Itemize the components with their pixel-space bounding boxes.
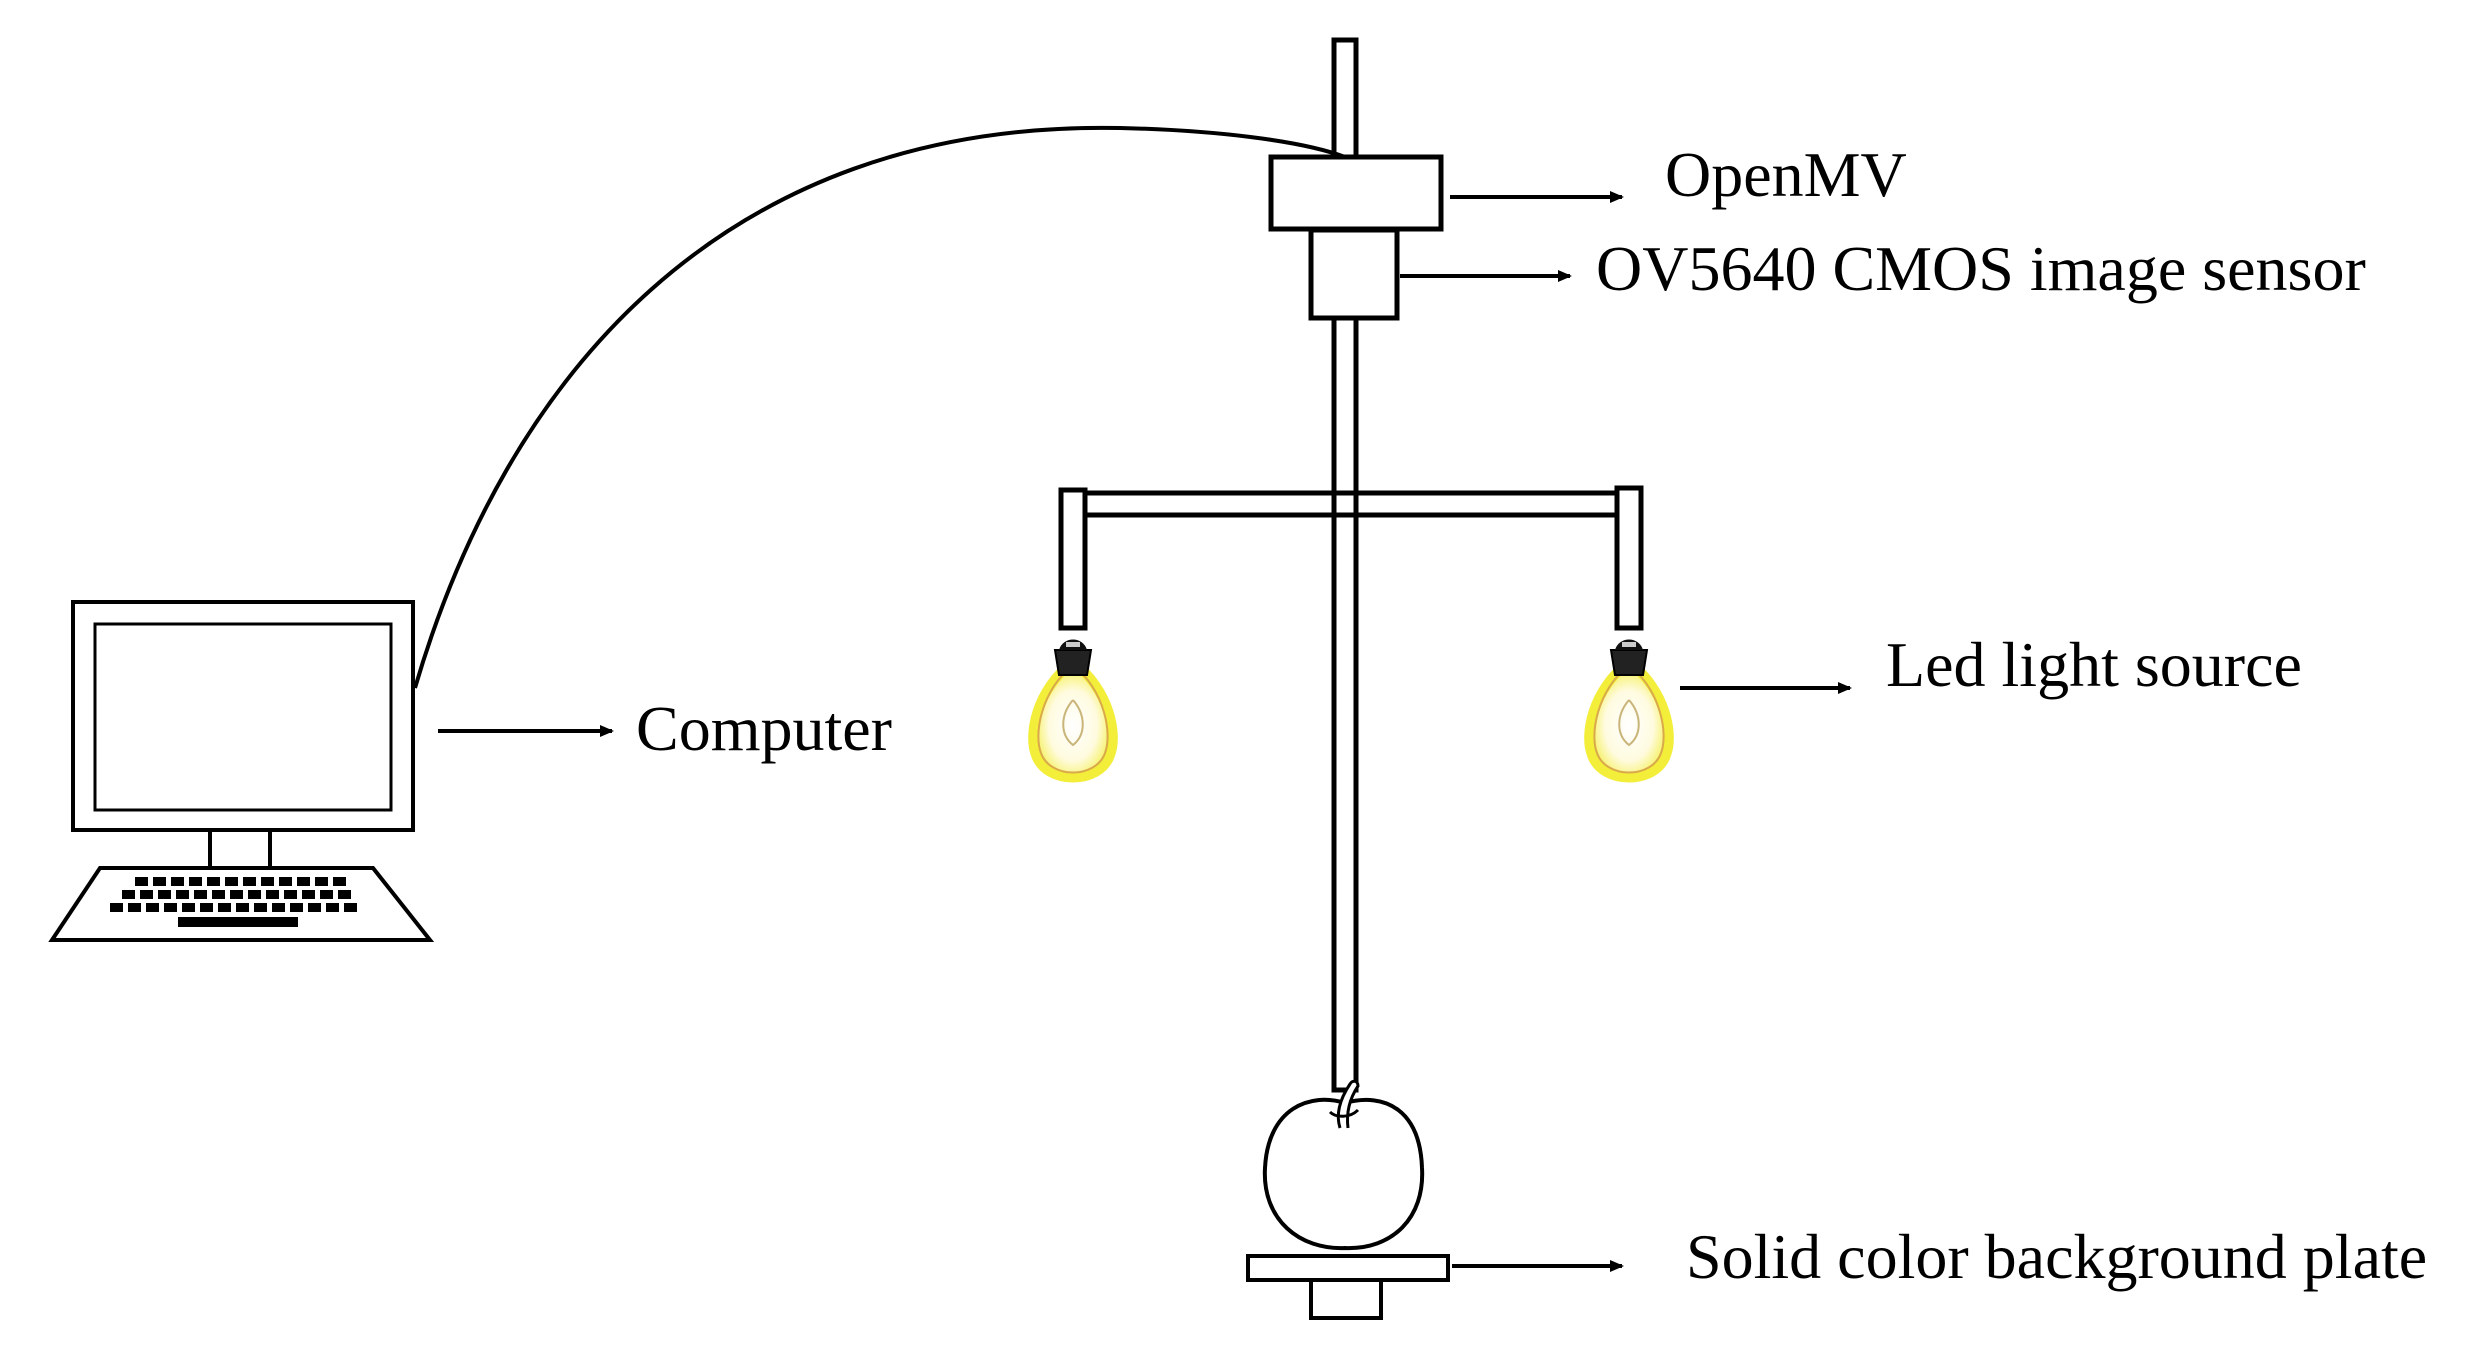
keyboard-key (315, 877, 328, 886)
keyboard-key (122, 890, 135, 899)
openmv-module (1268, 154, 1444, 232)
keyboard-key (261, 877, 274, 886)
keyboard-key (135, 877, 148, 886)
keyboard-key (153, 877, 166, 886)
keyboard-spacebar (178, 917, 298, 927)
keyboard-key (176, 890, 189, 899)
usb-cable (413, 125, 1346, 689)
keyboard-key (171, 877, 184, 886)
label-computer: Computer (636, 693, 892, 764)
right-lamp-arm (1614, 485, 1644, 631)
keyboard-key (189, 877, 202, 886)
keyboard-keys (110, 877, 357, 927)
keyboard-key (290, 903, 303, 912)
keyboard-key (243, 877, 256, 886)
keyboard-key (164, 903, 177, 912)
image-sensor (1308, 227, 1400, 321)
keyboard-key (308, 903, 321, 912)
keyboard-key (194, 890, 207, 899)
keyboard-key (333, 877, 346, 886)
keyboard-key (279, 877, 292, 886)
keyboard-key (248, 890, 261, 899)
keyboard-key (218, 903, 231, 912)
keyboard-key (326, 903, 339, 912)
label-openmv: OpenMV (1665, 139, 1907, 210)
apple-icon (1262, 1079, 1425, 1251)
label-sensor: OV5640 CMOS image sensor (1596, 233, 2366, 304)
light-bulb-icon (1028, 639, 1118, 783)
keyboard-key (140, 890, 153, 899)
keyboard-key (266, 890, 279, 899)
pole-overlap-cover (1337, 496, 1353, 512)
background-plate (1246, 1254, 1450, 1282)
light-bulb-icon (1584, 639, 1674, 783)
keyboard-key (128, 903, 141, 912)
desktop-computer-icon (48, 600, 435, 942)
keyboard-key (302, 890, 315, 899)
keyboard-key (225, 877, 238, 886)
keyboard-key (344, 903, 357, 912)
keyboard-key (254, 903, 267, 912)
left-lamp-arm (1058, 487, 1088, 631)
keyboard-key (207, 877, 220, 886)
keyboard-key (320, 890, 333, 899)
keyboard-key (146, 903, 159, 912)
keyboard-key (182, 903, 195, 912)
label-plate: Solid color background plate (1686, 1221, 2427, 1292)
label-led: Led light source (1886, 629, 2302, 700)
keyboard-key (338, 890, 351, 899)
keyboard-key (236, 903, 249, 912)
plate-stand (1309, 1278, 1383, 1320)
keyboard-key (297, 877, 310, 886)
keyboard-key (158, 890, 171, 899)
keyboard-key (272, 903, 285, 912)
keyboard-key (212, 890, 225, 899)
keyboard-key (230, 890, 243, 899)
keyboard-key (200, 903, 213, 912)
keyboard-key (110, 903, 123, 912)
keyboard-key (284, 890, 297, 899)
